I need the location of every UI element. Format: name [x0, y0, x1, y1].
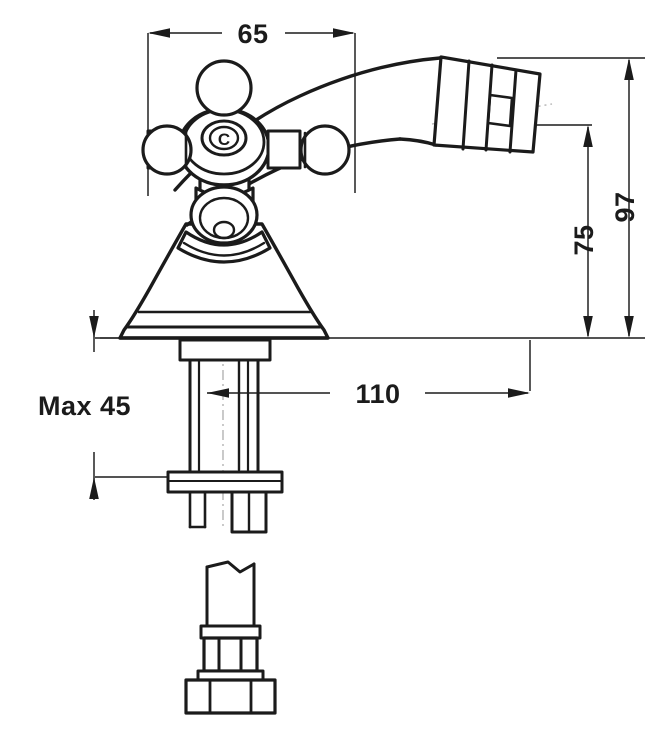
handle-tip-right [299, 124, 351, 176]
arrowheads-97 [624, 58, 634, 338]
aerator-body [432, 55, 542, 154]
spout-underside [398, 137, 438, 147]
tail-break-line [205, 560, 256, 574]
arrowheads-65 [148, 28, 355, 38]
shank-collar [178, 338, 272, 362]
arrowheads-75 [583, 125, 593, 338]
tail-sleeve [202, 636, 259, 673]
dimension-label-110: 110 [355, 379, 400, 409]
dimension-label-65: 65 [237, 19, 268, 49]
handle-escutcheon [176, 230, 272, 264]
aerator-slot [486, 93, 514, 128]
faucet-outline [118, 55, 542, 715]
hex-nut [184, 678, 277, 715]
arrow-75-bottom [583, 316, 593, 338]
index-cap-outer [200, 119, 248, 157]
index-cap-label: C [218, 130, 230, 149]
index-cap-inner [208, 125, 240, 151]
handle-dimple [212, 220, 236, 240]
arrow-max45-bottom [89, 477, 99, 499]
dimension-label-max-45: Max 45 [38, 391, 131, 421]
arrow-110-left [207, 388, 229, 398]
arrowheads-max-45 [89, 316, 99, 499]
arrow-75-top [583, 125, 593, 147]
arrow-65-left [148, 28, 170, 38]
body-base-outline [118, 222, 330, 340]
handle-arm-right [266, 129, 302, 170]
arrow-97-top [624, 58, 634, 80]
arrowheads-110 [207, 388, 530, 398]
aerator-rib-3 [508, 68, 518, 154]
dimension-label-75: 75 [569, 224, 599, 255]
handle-tip-top [195, 59, 253, 117]
aerator-rib-1 [461, 59, 471, 151]
handle-escutcheon-line [182, 241, 266, 257]
handle-boss-lower [189, 185, 259, 245]
handle-tip-left [141, 124, 193, 176]
arrow-110-right [508, 388, 530, 398]
arrow-97-bottom [624, 316, 634, 338]
arrow-max45-top [89, 316, 99, 338]
dimension-label-97: 97 [610, 191, 640, 222]
tail-collar [199, 624, 262, 640]
arrow-65-right [333, 28, 355, 38]
dimension-97 [497, 57, 645, 336]
